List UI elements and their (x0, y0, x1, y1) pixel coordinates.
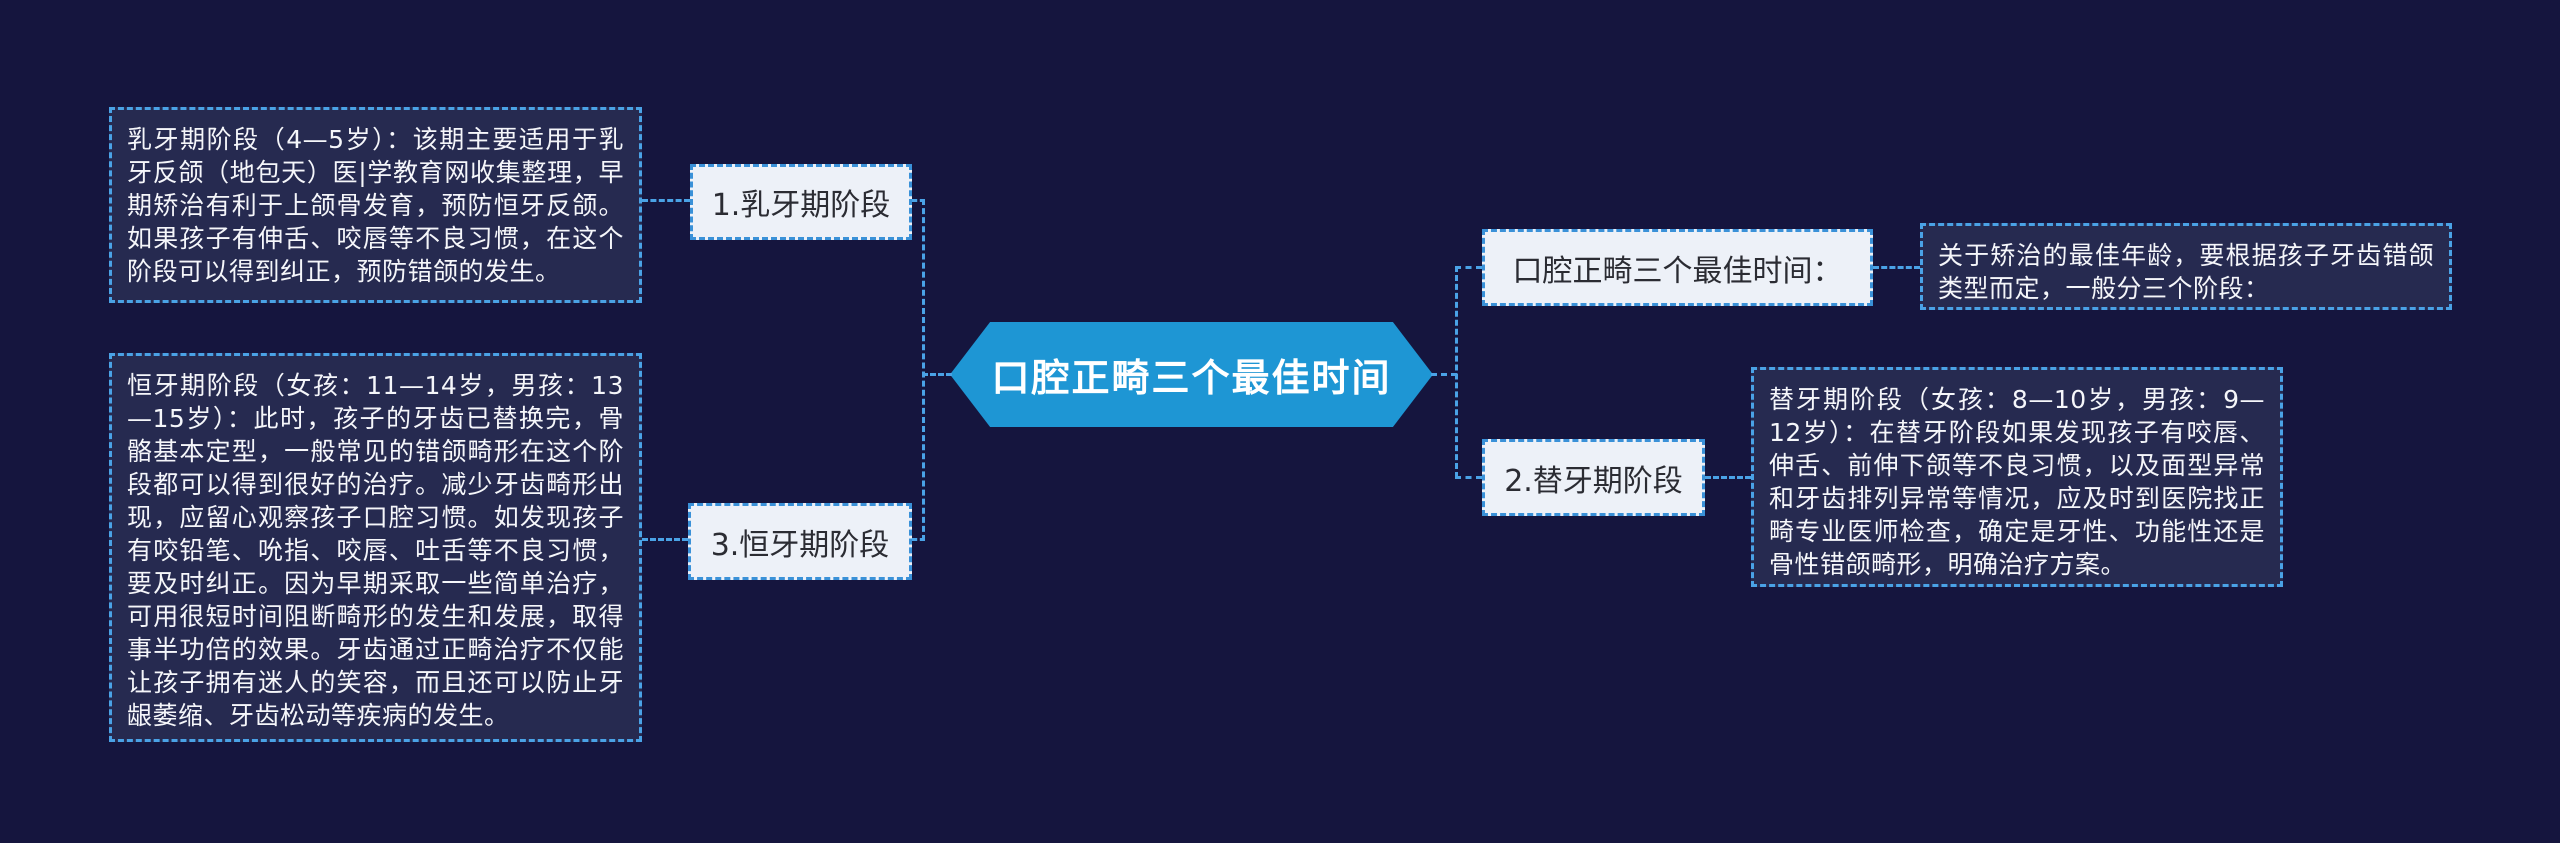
connector-mixed-node-to-detail-panel (1705, 476, 1751, 479)
connector-permanent-node-to-trunk (912, 538, 925, 541)
panel-timing-intro[interactable]: 关于矫治的最佳年龄，要根据孩子牙齿错颌类型而定，一般分三个阶段： (1920, 223, 2452, 310)
connector-primary-panel-to-node (642, 199, 690, 202)
connector-trunk-to-mixed-node (1455, 476, 1482, 479)
node-root-title[interactable]: 口腔正畸三个最佳时间 (950, 322, 1433, 427)
node-best-times-title[interactable]: 口腔正畸三个最佳时间： (1482, 229, 1873, 306)
node-permanent-teeth-stage[interactable]: 3.恒牙期阶段 (688, 503, 912, 580)
connector-trunk-to-title-node (1455, 266, 1482, 269)
connector-left-trunk (922, 199, 925, 541)
connector-title-node-to-intro-panel (1873, 266, 1920, 269)
connector-root-to-trunk-right (1431, 373, 1457, 376)
panel-permanent-teeth-detail[interactable]: 恒牙期阶段（女孩：11—14岁，男孩：13—15岁）：此时，孩子的牙齿已替换完，… (109, 353, 642, 742)
connector-right-trunk (1455, 266, 1458, 478)
node-mixed-dentition-stage[interactable]: 2.替牙期阶段 (1482, 439, 1705, 516)
node-primary-teeth-stage[interactable]: 1.乳牙期阶段 (690, 164, 912, 240)
connector-primary-node-to-trunk (912, 199, 925, 202)
connector-permanent-panel-to-node (642, 538, 688, 541)
panel-mixed-dentition-detail[interactable]: 替牙期阶段（女孩：8—10岁，男孩：9—12岁）：在替牙阶段如果发现孩子有咬唇、… (1751, 367, 2283, 587)
connector-trunk-to-root-left (922, 373, 952, 376)
panel-primary-teeth-detail[interactable]: 乳牙期阶段（4—5岁）：该期主要适用于乳牙反颌（地包天）医|学教育网收集整理，早… (109, 107, 642, 303)
